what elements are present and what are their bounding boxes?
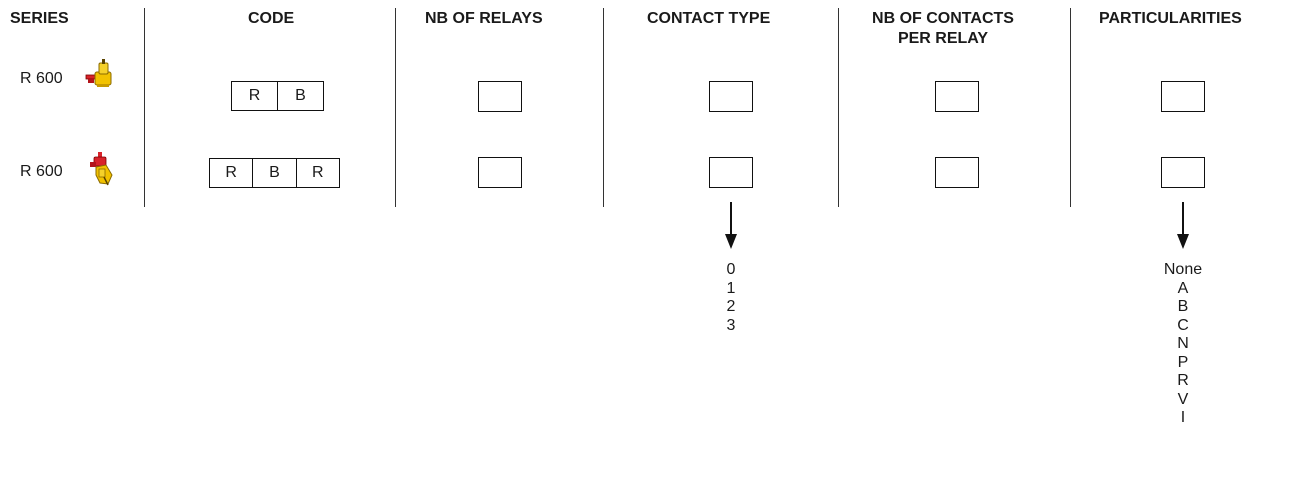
header-nb-of-contacts-line1: NB OF CONTACTS (872, 10, 1014, 27)
option-item: C (1177, 316, 1189, 334)
code-cell: B (277, 82, 323, 110)
code-box-rbr: R B R (209, 158, 340, 188)
code-cell: R (248, 87, 261, 104)
column-divider (395, 8, 396, 207)
column-divider (838, 8, 839, 207)
code-cell: R (295, 159, 339, 187)
option-item: None (1163, 261, 1203, 278)
nb-of-contacts-box[interactable] (935, 157, 979, 188)
header-particularities: PARTICULARITIES (1099, 10, 1242, 27)
code-cell: B (252, 159, 295, 187)
contact-type-box[interactable] (709, 157, 753, 188)
option-item: P (1177, 353, 1189, 371)
header-nb-of-relays: NB OF RELAYS (425, 10, 543, 27)
particularities-box[interactable] (1161, 81, 1205, 112)
option-item: V (1177, 390, 1189, 408)
series-label: R 600 (20, 70, 63, 87)
header-code: CODE (248, 10, 295, 27)
column-divider (603, 8, 604, 207)
option-item: 3 (726, 316, 736, 334)
option-item: 2 (726, 298, 736, 315)
yellow-connector-icon (85, 59, 112, 87)
contact-type-box[interactable] (709, 81, 753, 112)
series-label: R 600 (20, 163, 63, 180)
header-nb-of-contacts-per-relay: NB OF CONTACTS PER RELAY (862, 9, 1024, 49)
code-cell: R (225, 164, 237, 181)
header-series: SERIES (10, 10, 69, 27)
option-item: A (1177, 279, 1189, 297)
option-item: B (1177, 298, 1189, 315)
nb-of-contacts-box[interactable] (935, 81, 979, 112)
nb-of-relays-box[interactable] (478, 157, 522, 188)
option-item: 0 (726, 261, 736, 278)
option-item: N (1177, 335, 1189, 352)
column-divider (144, 8, 145, 207)
option-item: 1 (726, 279, 736, 297)
code-box-rb: R B (231, 81, 324, 111)
down-arrow-icon (1177, 202, 1189, 249)
nb-of-relays-box[interactable] (478, 81, 522, 112)
option-item: R (1177, 372, 1189, 389)
option-item: I (1180, 409, 1186, 426)
header-nb-of-contacts-line2: PER RELAY (897, 30, 989, 47)
header-contact-type: CONTACT TYPE (647, 10, 771, 27)
particularities-box[interactable] (1161, 157, 1205, 188)
column-divider (1070, 8, 1071, 207)
down-arrow-icon (725, 202, 737, 249)
red-yellow-connector-icon (90, 152, 113, 186)
